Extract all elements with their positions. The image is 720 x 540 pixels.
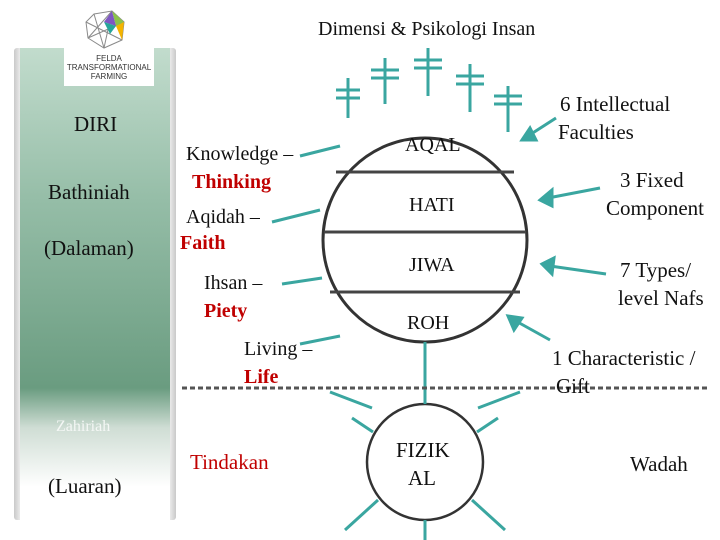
sidebar-label-luaran: (Luaran) xyxy=(48,474,122,498)
felda-logo: FELDA TRANSFORMATIONAL FARMING xyxy=(64,8,154,86)
body-rays xyxy=(329,390,521,540)
diagram-title: Dimensi & Psikologi Insan xyxy=(318,18,536,40)
right-label-nafs-2: level Nafs xyxy=(618,286,704,310)
body-label-line1: FIZIK xyxy=(396,438,450,462)
left-label-ihsan: Ihsan – xyxy=(204,272,263,294)
sidebar-label-diri: DIRI xyxy=(74,112,118,136)
left-label-aqidah: Aqidah – xyxy=(186,206,260,228)
left-value-thinking: Thinking xyxy=(192,171,271,193)
layer-label-jiwa: JIWA xyxy=(409,254,455,276)
right-label-intellectual-1: 6 Intellectual xyxy=(560,92,671,116)
sidebar-label-zahiriah: Zahiriah xyxy=(56,418,111,435)
left-label-knowledge: Knowledge – xyxy=(186,143,294,165)
right-label-characteristic-1: 1 Characteristic / xyxy=(552,346,696,370)
tindakan-label: Tindakan xyxy=(190,450,269,474)
layer-label-roh: ROH xyxy=(407,312,450,334)
wadah-label: Wadah xyxy=(630,452,688,476)
logo-emblem-icon xyxy=(85,10,125,49)
sidebar-outer-section xyxy=(20,388,170,520)
sidebar-inner-section xyxy=(20,48,170,388)
logo-text-line: TRANSFORMATIONAL xyxy=(66,63,152,72)
left-label-living: Living – xyxy=(244,338,313,360)
sidebar-label-bathiniah: Bathiniah xyxy=(48,180,130,204)
layer-label-hati: HATI xyxy=(409,194,455,216)
right-label-fixed-1: 3 Fixed xyxy=(620,168,684,192)
left-arrows xyxy=(271,144,341,346)
logo-text-line: FARMING xyxy=(90,72,128,81)
sidebar-panel xyxy=(14,48,176,520)
right-label-nafs-1: 7 Types/ xyxy=(620,258,692,282)
right-arrows xyxy=(505,116,607,342)
body-label-line2: AL xyxy=(408,466,436,490)
right-label-intellectual-2: Faculties xyxy=(558,120,634,144)
left-value-piety: Piety xyxy=(204,300,248,322)
right-label-characteristic-2: Gift xyxy=(556,374,590,398)
logo-text-line: FELDA xyxy=(96,54,122,63)
right-label-fixed-2: Component xyxy=(606,196,704,220)
left-value-faith: Faith xyxy=(180,232,226,254)
left-value-life: Life xyxy=(244,366,279,388)
layer-label-aqal: AQAL xyxy=(405,134,461,156)
sidebar-label-dalaman: (Dalaman) xyxy=(44,236,134,260)
head-antennas xyxy=(336,48,522,132)
